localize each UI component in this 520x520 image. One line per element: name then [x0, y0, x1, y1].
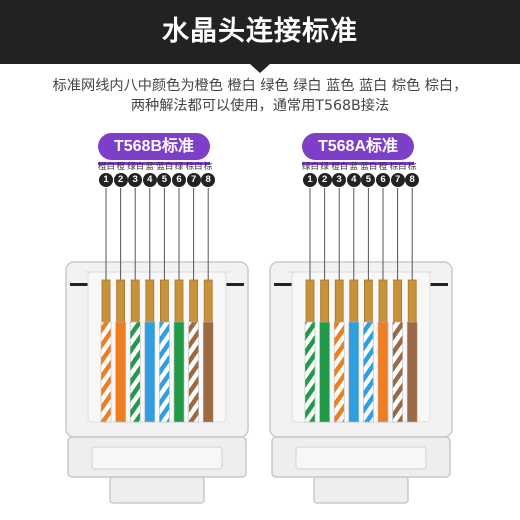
pin-color-label: 绿白 — [127, 162, 145, 172]
pin-copper-contact — [189, 279, 199, 323]
pin-copper-contact — [101, 279, 111, 323]
pin-number: 2 — [317, 173, 332, 187]
plug-latch-left — [274, 283, 292, 286]
wire-orange-solid — [377, 321, 389, 423]
pin-number: 3 — [332, 173, 347, 187]
wire-orange-solid — [115, 321, 126, 423]
t568b-badge-underline — [98, 162, 210, 165]
pin-number: 5 — [361, 173, 376, 187]
pin-copper-contact — [116, 279, 125, 323]
t568b-plug — [65, 188, 249, 504]
pin-copper-contact — [305, 279, 315, 323]
pin-copper-contact — [159, 279, 169, 323]
pin-color-label: 橙 — [116, 162, 125, 172]
pin-copper-contact — [407, 279, 417, 323]
plug-latch-right — [226, 283, 244, 286]
page-title: 水晶头连接标准 — [162, 16, 358, 47]
pin-copper-contact — [130, 279, 140, 323]
t568a-badge-underline — [302, 162, 414, 165]
wire-brown-solid — [202, 321, 214, 423]
t568a-plug — [269, 188, 453, 504]
wire-blue-solid — [144, 321, 156, 423]
plug-latch-left — [70, 283, 88, 286]
plug-boot-window — [91, 446, 223, 470]
wire-orange-striped — [333, 321, 345, 423]
pin-color-label: 橙 — [378, 162, 388, 172]
header-band: 水晶头连接标准 — [0, 0, 520, 64]
pin-number: 2 — [113, 173, 128, 187]
pin-copper-contact — [349, 279, 359, 323]
wire-brown-striped — [188, 321, 199, 423]
pin-number: 3 — [128, 173, 143, 187]
pin-number: 1 — [303, 173, 317, 187]
description-line-2: 两种解法都可以使用，通常用T568B接法 — [130, 98, 390, 114]
plug-latch-right — [430, 283, 448, 286]
pin-number: 1 — [99, 173, 113, 187]
pin-number: 5 — [157, 173, 172, 187]
pin-copper-contact — [334, 279, 344, 323]
pin-color-label: 蓝 — [145, 162, 155, 172]
wire-green-striped — [304, 321, 316, 423]
t568b-badge: T568B标准 — [98, 133, 210, 160]
pin-copper-contact — [393, 279, 403, 323]
wire-blue-striped — [363, 321, 374, 423]
pin-number: 8 — [405, 173, 420, 187]
pin-color-label: 蓝 — [349, 162, 359, 172]
pin-copper-contact — [174, 279, 184, 323]
wire-orange-striped — [100, 321, 112, 423]
pin-color-label: 绿 — [174, 162, 184, 172]
t568a-badge: T568A标准 — [302, 133, 414, 160]
pin-number: 6 — [376, 173, 390, 187]
wire-brown-striped — [392, 321, 403, 423]
pin-copper-contact — [145, 279, 155, 323]
plug-cable-exit — [109, 476, 205, 504]
wire-blue-striped — [159, 321, 170, 423]
wire-brown-solid — [406, 321, 418, 423]
wire-blue-solid — [348, 321, 360, 423]
pin-color-label: 蓝白 — [360, 162, 378, 172]
wire-green-solid — [173, 321, 185, 423]
pin-number: 6 — [172, 173, 186, 187]
pin-number: 7 — [390, 173, 405, 187]
pin-number: 8 — [201, 173, 216, 187]
pin-copper-contact — [378, 279, 388, 323]
description: 标准网线内八中颜色为橙色 橙白 绿色 绿白 蓝色 蓝白 棕色 棕白， 两种解法都… — [14, 76, 506, 116]
plug-cable-exit — [313, 476, 409, 504]
pin-color-label: 棕白 — [185, 162, 203, 172]
pin-color-label: 橙白 — [331, 162, 349, 172]
pin-copper-contact — [363, 279, 373, 323]
pin-number: 4 — [346, 173, 361, 187]
header-notch — [250, 64, 270, 73]
pin-color-label: 棕白 — [389, 162, 407, 172]
pin-color-label: 绿白 — [302, 162, 320, 172]
pin-copper-contact — [320, 279, 330, 323]
pin-copper-contact — [203, 279, 213, 323]
plug-boot-window — [295, 446, 427, 470]
wire-green-solid — [319, 321, 330, 423]
pin-color-label: 棕 — [203, 162, 213, 172]
pin-color-label: 绿 — [320, 162, 329, 172]
pin-color-label: 棕 — [407, 162, 417, 172]
pin-color-label: 蓝白 — [156, 162, 174, 172]
description-line-1: 标准网线内八中颜色为橙色 橙白 绿色 绿白 蓝色 蓝白 棕色 棕白， — [52, 78, 468, 94]
pin-color-label: 橙白 — [98, 162, 116, 172]
wire-green-striped — [129, 321, 141, 423]
pin-number: 4 — [142, 173, 157, 187]
pin-number: 7 — [186, 173, 201, 187]
